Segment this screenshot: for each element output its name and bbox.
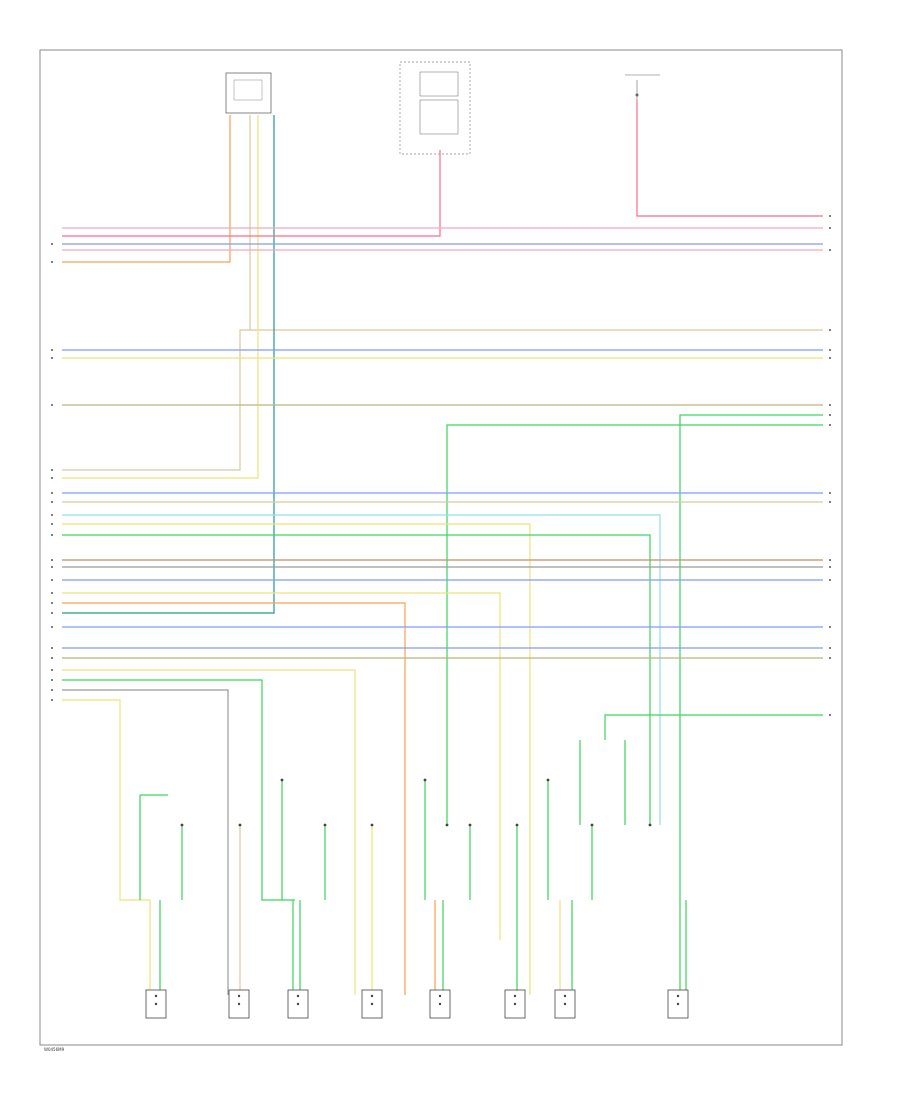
top-vertical-wires <box>62 100 823 614</box>
left-connector-pins <box>51 243 53 701</box>
branch-dots <box>180 778 652 827</box>
horizontal-bus-wires <box>62 227 823 1000</box>
diagram-border <box>39 49 843 1046</box>
injector-pins <box>154 994 680 1006</box>
top-middle-module <box>399 61 471 155</box>
top-center-box <box>225 72 272 114</box>
right-connector-pins <box>829 215 831 716</box>
top-right-relay <box>625 74 660 100</box>
lower-branches <box>139 740 687 995</box>
page-code: W0456M9 <box>44 1047 65 1052</box>
injector-connectors <box>145 989 689 1019</box>
